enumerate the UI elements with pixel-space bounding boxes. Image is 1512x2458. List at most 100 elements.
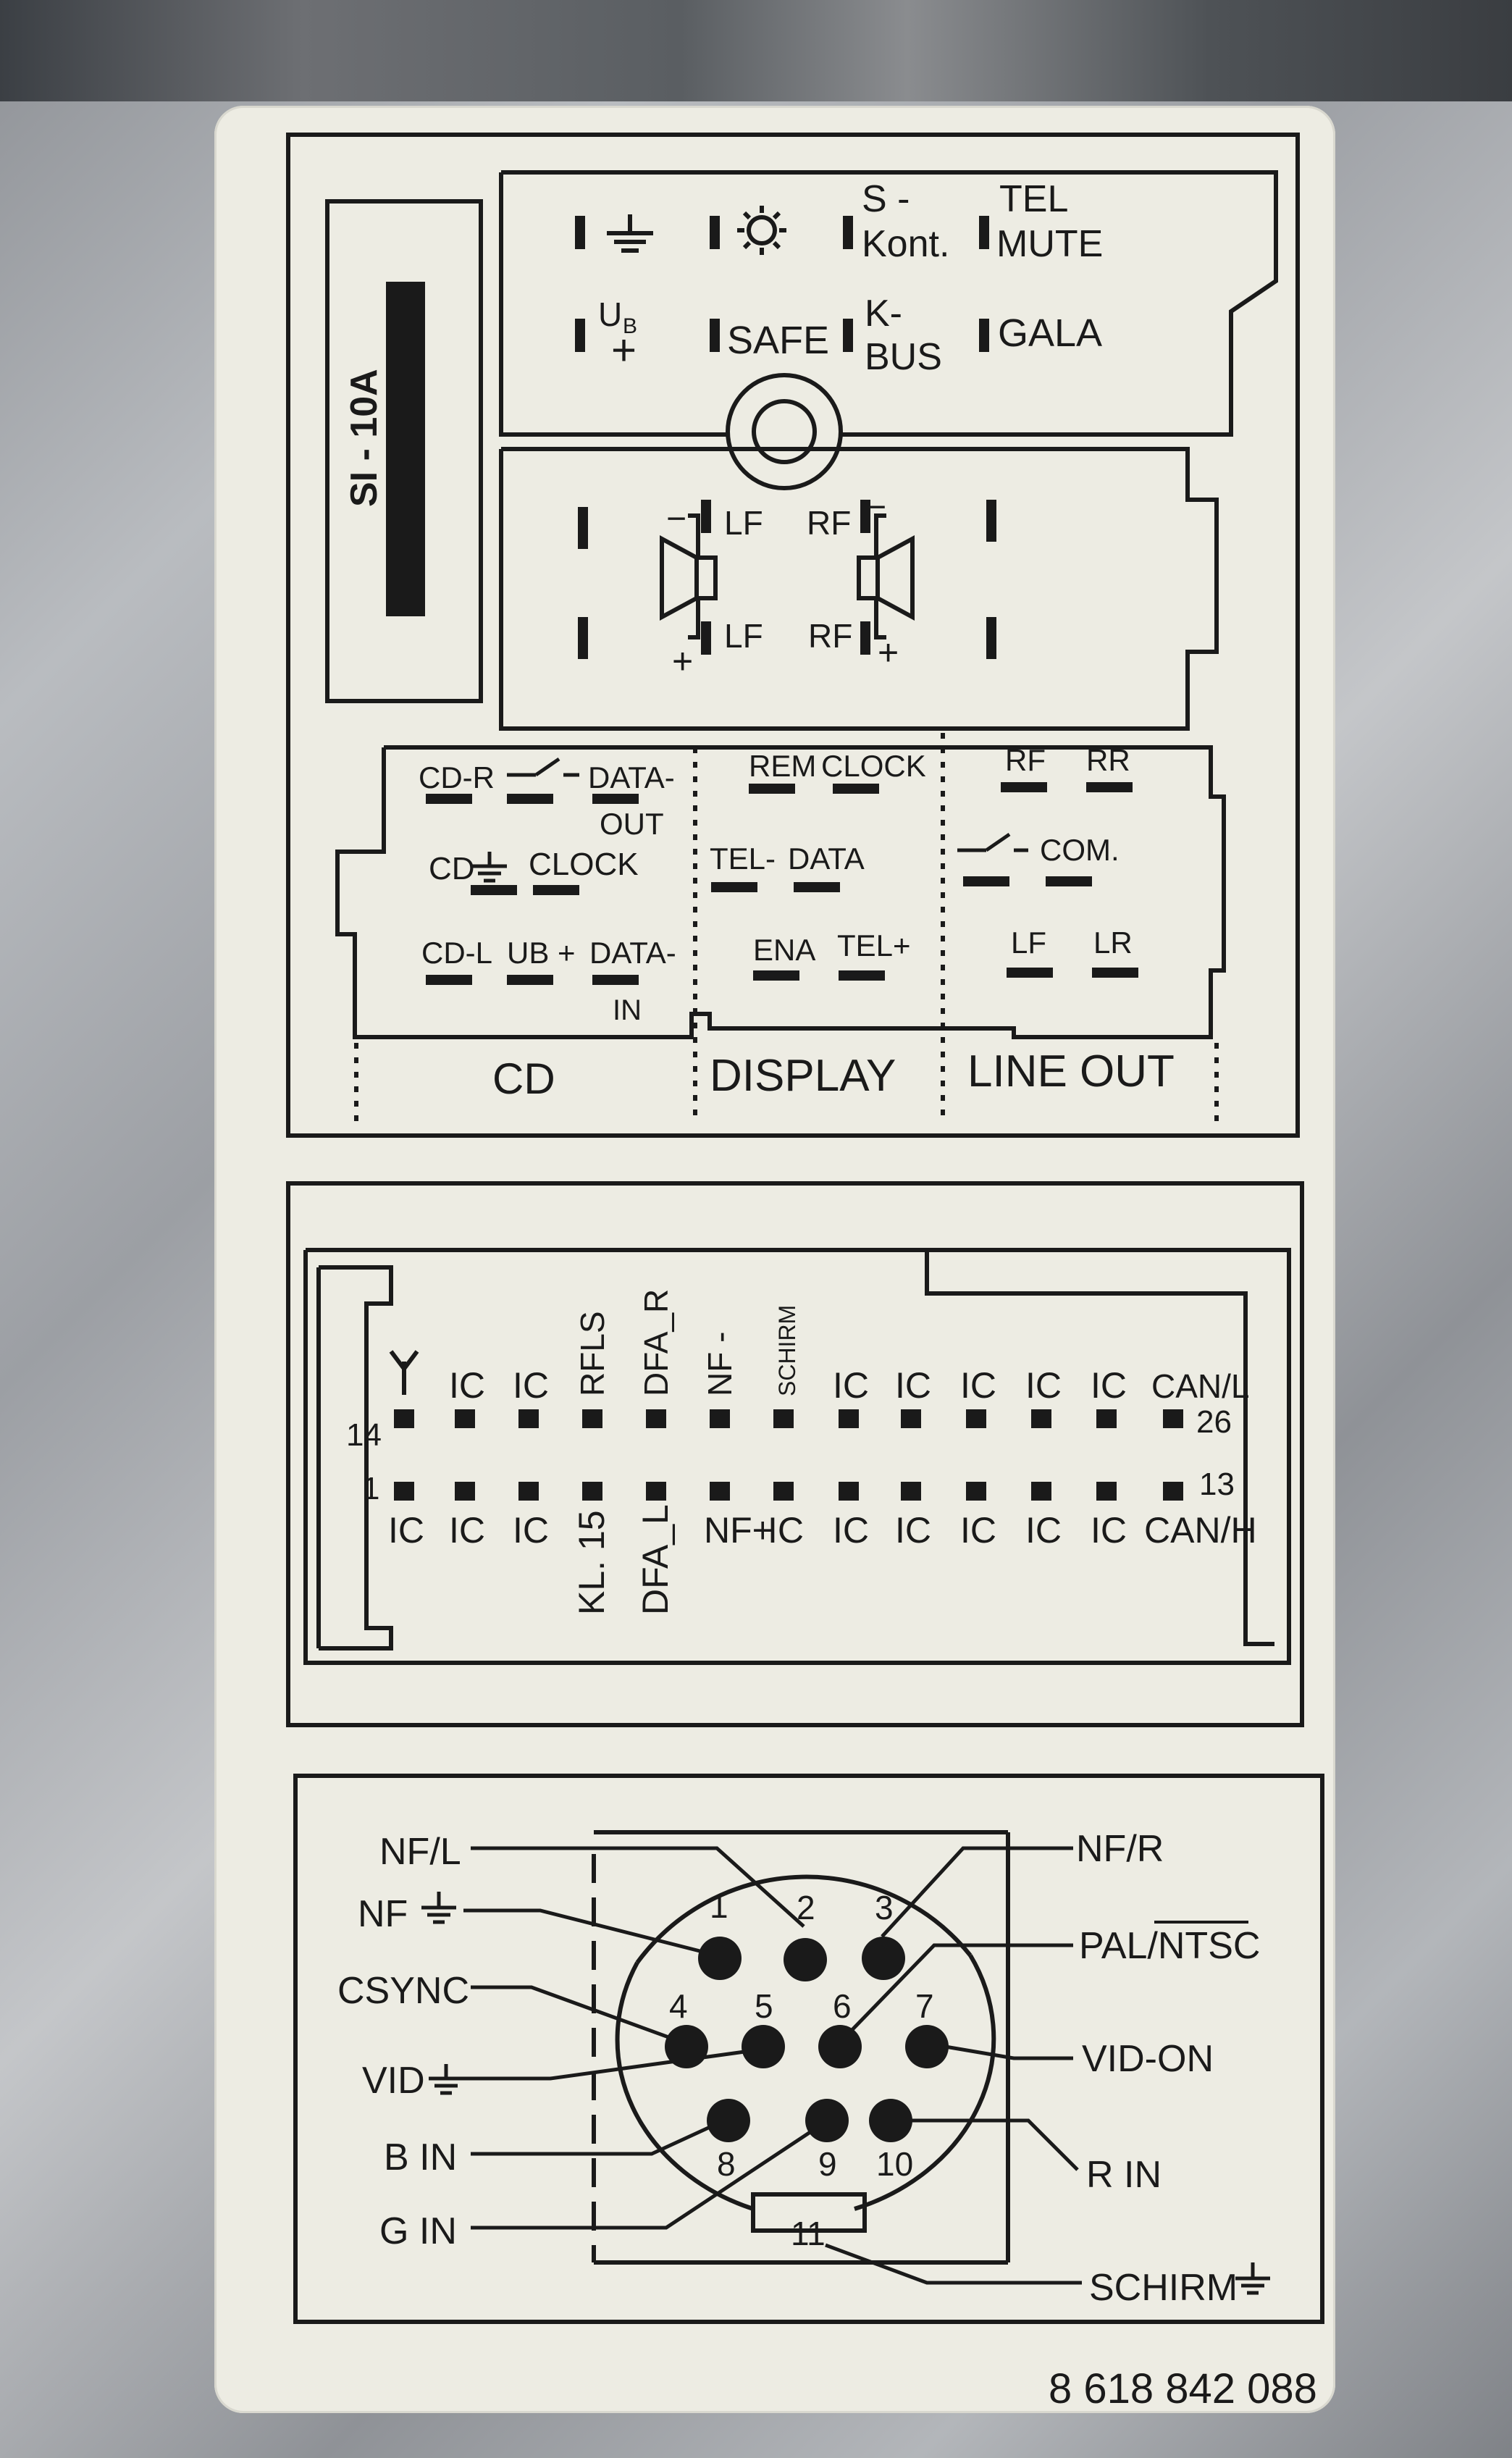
lr-lineout-label: LR <box>1093 926 1133 960</box>
ground-icon <box>1235 2262 1270 2295</box>
pal-ntsc-label: PAL/NTSC <box>1079 1925 1260 1967</box>
ground-icon <box>472 852 507 883</box>
iso-pin <box>518 1409 539 1428</box>
cd-ground-label: CD <box>429 851 475 886</box>
iso-bottom-pin-label: IC <box>895 1510 931 1551</box>
iso-top-pin-label: IC <box>960 1365 996 1406</box>
round-pin-number: 1 <box>710 1887 728 1925</box>
round-pin-number: 6 <box>833 1987 852 2025</box>
round-pin <box>742 2025 785 2068</box>
pin-13-label: 13 <box>1199 1467 1235 1502</box>
g-in-label: G IN <box>379 2210 457 2252</box>
gala-label: GALA <box>998 311 1102 355</box>
cd-l-label: CD-L <box>421 936 492 970</box>
rem-label: REM <box>749 749 816 783</box>
round-pin <box>869 2099 912 2142</box>
iso-bottom-pin-label: CAN/H <box>1144 1510 1257 1551</box>
ub-plus-cd-label: UB + <box>507 936 576 970</box>
com-label: COM. <box>1040 833 1120 867</box>
iso-top-pin-label: RFLS <box>574 1311 611 1396</box>
data-in-label: DATA- <box>589 936 676 970</box>
speaker-left-icon <box>660 513 718 639</box>
section-display-label: DISPLAY <box>710 1051 896 1101</box>
round-pin-number: 11 <box>791 2215 826 2252</box>
iso-bottom-pin-label: DFA_L <box>635 1504 676 1615</box>
svg-text:IN: IN <box>613 994 642 1026</box>
iso-pin <box>518 1482 539 1501</box>
display-data-label: DATA <box>788 842 865 876</box>
round-pin-number: 5 <box>755 1987 773 2025</box>
light-icon <box>737 206 786 255</box>
svg-text:+: + <box>878 632 899 673</box>
safe-label: SAFE <box>727 319 829 362</box>
r-in-label: R IN <box>1086 2154 1162 2196</box>
iso-pin <box>455 1482 475 1501</box>
iso-top-pin-label: NF - <box>701 1332 739 1396</box>
iso-top-pin-label: IC <box>513 1365 549 1406</box>
part-number: 8 618 842 088 <box>1049 2365 1317 2412</box>
cd-r-label: CD-R <box>419 760 495 794</box>
cd-display-lineout-outline <box>335 745 1226 1039</box>
iso-pin <box>901 1409 921 1428</box>
iso-pin <box>394 1482 414 1501</box>
data-out-label: DATA- <box>588 760 675 794</box>
svg-text:OUT: OUT <box>600 807 664 841</box>
svg-text:BUS: BUS <box>865 336 942 378</box>
background-top <box>0 0 1512 101</box>
round-pin <box>905 2025 949 2068</box>
section-lineout-label: LINE OUT <box>967 1046 1175 1096</box>
iso-pin <box>901 1482 921 1501</box>
iso-pin-grid <box>394 1409 1183 1501</box>
round-pin-number: 9 <box>818 2145 837 2183</box>
iso-pin <box>773 1482 794 1501</box>
svg-text:+: + <box>672 641 693 681</box>
schirm-label: SCHIRM <box>1089 2267 1238 2309</box>
svg-text:+: + <box>611 326 637 374</box>
pin-26-label: 26 <box>1196 1404 1232 1440</box>
middle-module-frame <box>286 1181 1304 1727</box>
ground-icon <box>421 1892 456 1924</box>
iso-bottom-pin-label: IC <box>960 1510 996 1551</box>
iso-bottom-pin-label: IC <box>388 1510 424 1551</box>
bottom-module-frame <box>293 1774 1324 2324</box>
iso-top-pin-label: CAN/L <box>1151 1367 1249 1405</box>
iso-pin <box>1163 1409 1183 1428</box>
nf-ground-label: NF <box>358 1893 408 1935</box>
round-pin <box>818 2025 862 2068</box>
fuse-box <box>325 199 483 703</box>
round-pin <box>698 1937 742 1980</box>
section-cd-label: CD <box>492 1054 555 1103</box>
power-connector-outline <box>499 170 1278 437</box>
fuse-label: SI - 10A <box>343 369 385 507</box>
round-pin <box>665 2025 708 2068</box>
lf-lineout-label: LF <box>1011 926 1046 960</box>
fuse-slot <box>386 282 425 616</box>
svg-text:−: − <box>666 500 686 538</box>
iso-bottom-pin-label: IC <box>833 1510 869 1551</box>
iso-pin <box>966 1409 986 1428</box>
iso-bottom-pin-label: NF+ <box>704 1510 773 1551</box>
iso-pin <box>1031 1482 1051 1501</box>
round-pin <box>862 1937 905 1980</box>
iso-bottom-pin-label: IC <box>513 1510 549 1551</box>
iso-pin <box>646 1409 666 1428</box>
rf-lineout-label: RF <box>1005 743 1046 777</box>
s-kont-label: S - <box>862 178 910 220</box>
power-pin-slots <box>575 216 989 352</box>
iso-bottom-pin-label: IC <box>449 1510 485 1551</box>
round-pin-number: 7 <box>915 1987 934 2025</box>
iso-top-pin-label: SCHIRM <box>774 1305 800 1396</box>
round-pin-number: 3 <box>875 1889 894 1926</box>
iso-bottom-pin-label: IC <box>768 1510 804 1551</box>
iso-connector-outline <box>303 1248 1291 1665</box>
lf-plus-label: LF <box>724 617 763 655</box>
iso-pin <box>966 1482 986 1501</box>
vid-on-label: VID-ON <box>1082 2038 1214 2080</box>
tel-plus-label: TEL+ <box>837 928 911 962</box>
switch-icon <box>507 757 1028 852</box>
round-pin <box>784 1938 827 1981</box>
rr-lineout-label: RR <box>1086 743 1130 777</box>
